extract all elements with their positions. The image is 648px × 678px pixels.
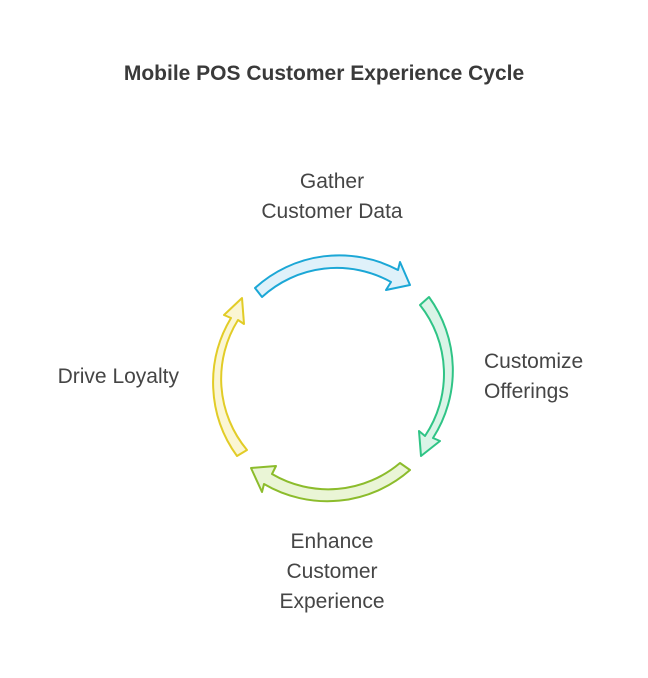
step-label-line: Drive Loyalty (57, 365, 179, 388)
diagram-title: Mobile POS Customer Experience Cycle (123, 62, 525, 85)
step-label-line: Gather (299, 170, 365, 193)
step-label-line: Customize (484, 350, 584, 373)
step-label-line: Customer (286, 560, 378, 583)
step-label-gather-customer-data: Gather Customer Data (232, 167, 432, 227)
arrow-customize-to-enhance (418, 296, 454, 457)
step-label-line: Enhance (290, 530, 374, 553)
step-label-line: Offerings (484, 380, 569, 403)
step-label-drive-loyalty: Drive Loyalty (0, 362, 179, 392)
step-label-line: Customer Data (261, 200, 403, 223)
step-label-enhance-customer-experience: Enhance Customer Experience (232, 527, 432, 617)
step-label-customize-offerings: Customize Offerings (484, 347, 634, 407)
arrow-loyalty-to-gather (212, 297, 248, 457)
step-label-line: Experience (279, 590, 385, 613)
arrow-enhance-to-loyalty (250, 462, 411, 503)
arrow-gather-to-customize (254, 254, 411, 298)
